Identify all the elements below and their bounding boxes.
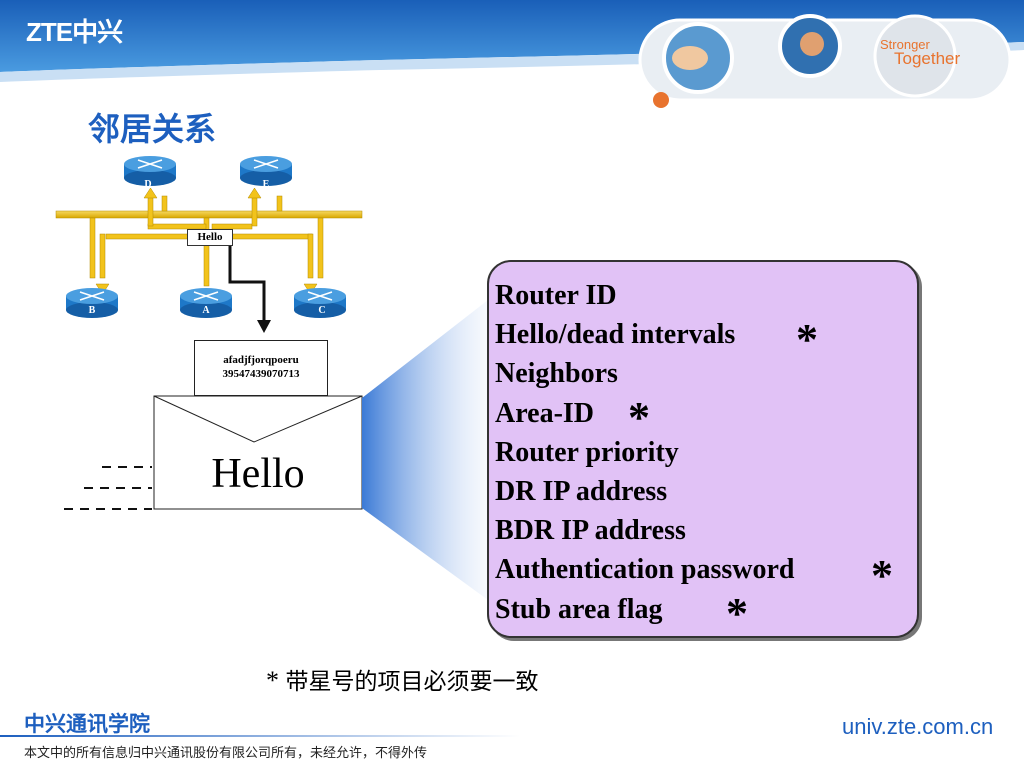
field-area-id: Area-ID [495,397,595,429]
footer-copyright: 本文中的所有信息归中兴通讯股份有限公司所有，未经允许，不得外传 [24,746,428,761]
field-bdr-ip: BDR IP address [495,515,686,547]
hello-fields-box [487,260,919,638]
packet-line2: 39547439070713 [222,368,300,380]
network-diagram: D E B A C [55,156,363,510]
field-dr-ip: DR IP address [495,476,668,508]
note-text: 带星号的项目必须要一致 [285,669,539,695]
hello-tag: Hello [187,229,233,246]
star-stub-area: * [726,589,748,638]
router-label-c: C [318,305,325,316]
ethernet-bus [55,210,363,219]
slogan-line2: Together [894,49,961,68]
zte-logo: ZTE中兴 [26,17,123,47]
note-star: * [266,666,279,695]
router-e-icon [240,156,292,186]
footer-url: univ.zte.com.cn [842,714,994,739]
field-hello-dead-intervals: Hello/dead intervals [495,319,736,351]
envelope-label: Hello [211,451,305,497]
router-label-b: B [89,305,96,316]
footer-divider [0,735,520,737]
slide-title: 邻居关系 [88,110,217,148]
hello-fields-list: Router ID Hello/dead intervals Neighbors… [495,276,794,629]
star-auth-password: * [871,551,893,600]
footer-school: 中兴通讯学院 [24,712,150,736]
slogan-line1: Stronger [880,37,930,52]
router-b-icon [66,288,118,318]
zoom-fan [362,300,488,600]
envelope-icon [153,395,363,510]
field-router-id: Router ID [495,280,617,311]
header-banner [0,0,1024,108]
router-label-a: A [202,305,210,316]
motion-lines [64,466,152,510]
router-label-e: E [263,179,270,190]
field-router-priority: Router priority [495,436,679,468]
router-a-icon [180,288,232,318]
field-stub-area-flag: Stub area flag [495,593,663,625]
field-neighbors: Neighbors [495,358,618,390]
required-note: * 带星号的项目必须要一致 [266,662,539,696]
hello-packet: afadjfjorqpoeru 39547439070713 [194,340,328,396]
star-area-id: * [628,393,650,442]
router-d-icon [124,156,176,186]
packet-line1: afadjfjorqpoeru [223,354,299,366]
slogan: Stronger Together [880,37,961,68]
router-label-d: D [144,179,151,190]
orange-dot [653,92,669,108]
star-hello-dead: * [796,315,818,364]
router-c-icon [294,288,346,318]
field-auth-password: Authentication password [495,554,795,586]
